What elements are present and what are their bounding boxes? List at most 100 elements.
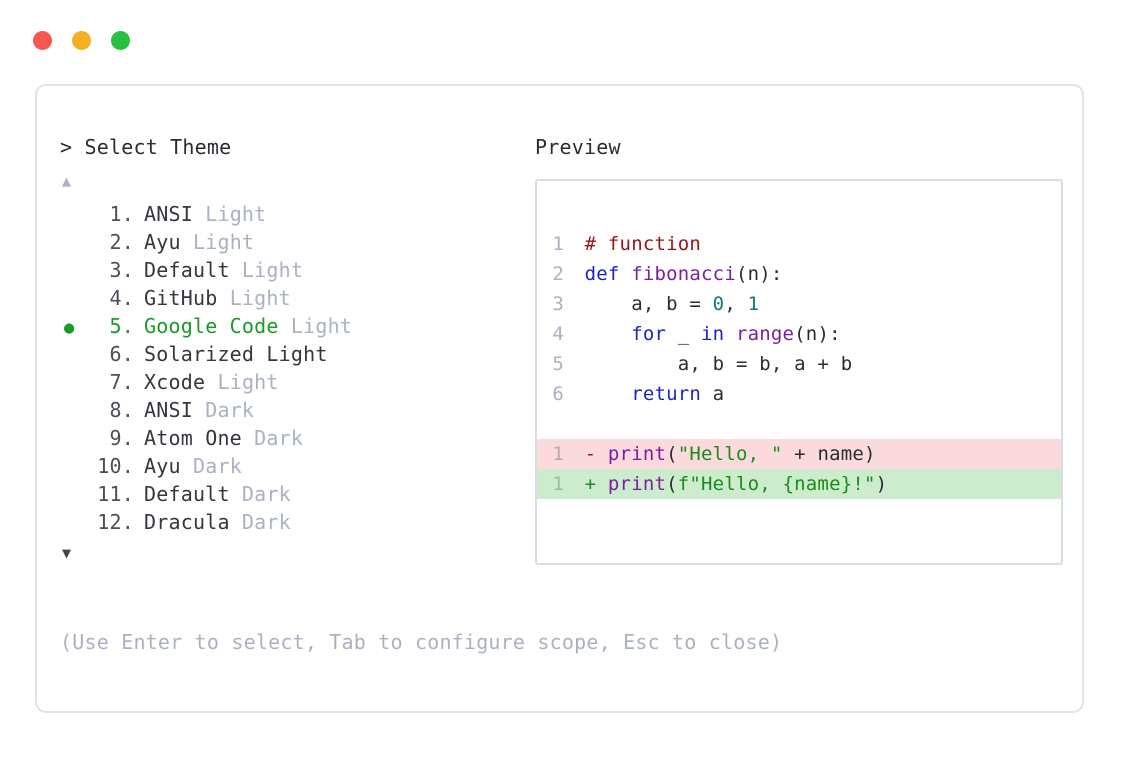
code-token-plain: _ bbox=[666, 323, 702, 345]
theme-list-item[interactable]: ●10.Ayu Dark bbox=[60, 452, 530, 480]
theme-item-variant: Dark bbox=[229, 510, 291, 534]
code-token-plain: a bbox=[701, 383, 725, 405]
code-token-punct: ) bbox=[875, 473, 888, 495]
theme-list-item[interactable]: ●5.Google Code Light bbox=[60, 312, 530, 340]
close-window-dot[interactable] bbox=[33, 31, 52, 50]
code-token-str: f"Hello, {name}!" bbox=[677, 473, 876, 495]
page-title: Select Theme bbox=[84, 135, 232, 159]
theme-list-item[interactable]: ● 11. Default Dark bbox=[60, 480, 530, 508]
theme-item-number: 1. bbox=[109, 202, 134, 226]
minimize-window-dot[interactable] bbox=[72, 31, 91, 50]
code-token-plain bbox=[596, 469, 608, 499]
code-token-num: 1 bbox=[747, 293, 760, 315]
theme-item-number: 4. bbox=[109, 286, 134, 310]
code-token-fn: range bbox=[735, 323, 795, 345]
theme-list-item[interactable]: ●3.Default Light bbox=[60, 256, 530, 284]
theme-item-name: Atom One bbox=[144, 426, 242, 450]
theme-list-item[interactable]: ● 6. Solarized Light bbox=[60, 340, 530, 368]
theme-item-variant: Dark bbox=[229, 482, 291, 506]
maximize-window-dot[interactable] bbox=[111, 31, 130, 50]
code-token-plain bbox=[596, 439, 608, 469]
code-token-delmark: - bbox=[584, 443, 597, 465]
code-diff-del-line: 1 - print("Hello, " + name) bbox=[537, 439, 1061, 469]
theme-item-variant: Light bbox=[217, 286, 291, 310]
code-token-kw: for bbox=[631, 323, 667, 345]
code-line-number: 1 bbox=[552, 473, 564, 495]
code-token-plain bbox=[573, 439, 585, 469]
code-token-punct: (n): bbox=[735, 263, 783, 285]
bullet-placeholder: ● bbox=[60, 230, 86, 258]
code-token-plain bbox=[620, 259, 632, 289]
code-line-number: 1 bbox=[552, 233, 564, 255]
theme-list-item[interactable]: ● 7. Xcode Light bbox=[60, 368, 530, 396]
scroll-up-icon[interactable]: ▲ bbox=[62, 172, 72, 190]
theme-item-name: GitHub bbox=[144, 286, 218, 310]
theme-item-number: 8. bbox=[109, 398, 134, 422]
bullet-placeholder: ● bbox=[60, 258, 86, 286]
code-line-number: 3 bbox=[552, 293, 564, 315]
code-token-str: "Hello, " bbox=[677, 443, 783, 465]
code-token-punct: (n): bbox=[794, 323, 841, 345]
code-token-plain bbox=[573, 469, 585, 499]
theme-list-item[interactable]: ● 1. ANSI Light bbox=[60, 200, 530, 228]
theme-list-item[interactable]: ●9.Atom One Dark bbox=[60, 424, 530, 452]
preview-title: Preview bbox=[535, 135, 621, 159]
theme-item-variant: Light bbox=[205, 370, 279, 394]
code-line: 6 return a bbox=[537, 379, 1061, 409]
scroll-down-icon[interactable]: ▼ bbox=[62, 544, 72, 562]
code-token-plain bbox=[573, 259, 585, 289]
code-token-plain bbox=[573, 229, 585, 259]
theme-item-variant: Dark bbox=[180, 454, 242, 478]
code-line-number: 5 bbox=[552, 353, 564, 375]
bullet-placeholder: ● bbox=[60, 426, 86, 454]
keyboard-hint: (Use Enter to select, Tab to configure s… bbox=[60, 630, 783, 654]
theme-item-name: Xcode bbox=[144, 370, 206, 394]
code-token-plain: + name) bbox=[782, 443, 876, 465]
theme-item-variant: Light bbox=[229, 258, 304, 282]
theme-item-name: Default bbox=[144, 258, 230, 282]
code-line: 5 a, b = b, a + b bbox=[537, 349, 1061, 379]
theme-list-item[interactable]: ●8.ANSI Dark bbox=[60, 396, 530, 424]
bullet-placeholder: ● bbox=[60, 342, 86, 370]
theme-item-variant: Dark bbox=[192, 398, 255, 422]
code-blank-line bbox=[537, 409, 1061, 439]
bullet-placeholder: ● bbox=[60, 370, 86, 398]
code-token-kw: def bbox=[584, 263, 620, 285]
theme-item-name: ANSI bbox=[144, 202, 193, 226]
theme-item-variant: Light bbox=[278, 314, 353, 338]
theme-item-variant: Light bbox=[192, 202, 267, 226]
theme-item-name: Google Code bbox=[144, 314, 279, 338]
code-token-plain: a, b = b, a + b bbox=[573, 353, 853, 375]
theme-item-name: Default bbox=[144, 482, 230, 506]
theme-item-number: 7. bbox=[109, 370, 134, 394]
theme-list-item[interactable]: ●2.Ayu Light bbox=[60, 228, 530, 256]
code-line-number: 2 bbox=[552, 263, 564, 285]
code-diff-add-line: 1 + print(f"Hello, {name}!") bbox=[537, 469, 1061, 499]
code-token-fn: fibonacci bbox=[631, 263, 736, 285]
theme-list-item[interactable]: ●4.GitHub Light bbox=[60, 284, 530, 312]
theme-item-number: 6. bbox=[109, 342, 134, 366]
theme-list[interactable]: ●1.ANSI Light●2.Ayu Light●3.Default Ligh… bbox=[60, 200, 530, 536]
bullet-placeholder: ● bbox=[60, 482, 86, 510]
bullet-placeholder: ● bbox=[60, 454, 86, 482]
theme-item-variant: Dark bbox=[241, 426, 304, 450]
theme-selector-card: > Select Theme ▲ ● 1. ANSI Light ● 2. Ayu Lig… bbox=[35, 84, 1084, 713]
code-token-punct: ( bbox=[666, 473, 678, 495]
picker-prompt: > Select Theme bbox=[60, 133, 530, 161]
theme-item-name: ANSI bbox=[144, 398, 193, 422]
bullet-placeholder: ● bbox=[60, 202, 86, 230]
theme-list-item[interactable]: ●12.Dracula Dark bbox=[60, 508, 530, 536]
bullet-placeholder: ● bbox=[60, 510, 86, 538]
theme-item-number: 2. bbox=[109, 230, 134, 254]
code-line-number: 6 bbox=[552, 383, 564, 405]
code-token-comment: # function bbox=[584, 233, 702, 255]
theme-item-name: Ayu bbox=[144, 454, 181, 478]
code-token-punct: ( bbox=[666, 443, 678, 465]
code-token-num: 0 bbox=[712, 293, 725, 315]
theme-item-name: Solarized Light bbox=[144, 342, 328, 366]
theme-item-number: 11. bbox=[97, 482, 134, 506]
code-line-number: 1 bbox=[552, 443, 564, 465]
